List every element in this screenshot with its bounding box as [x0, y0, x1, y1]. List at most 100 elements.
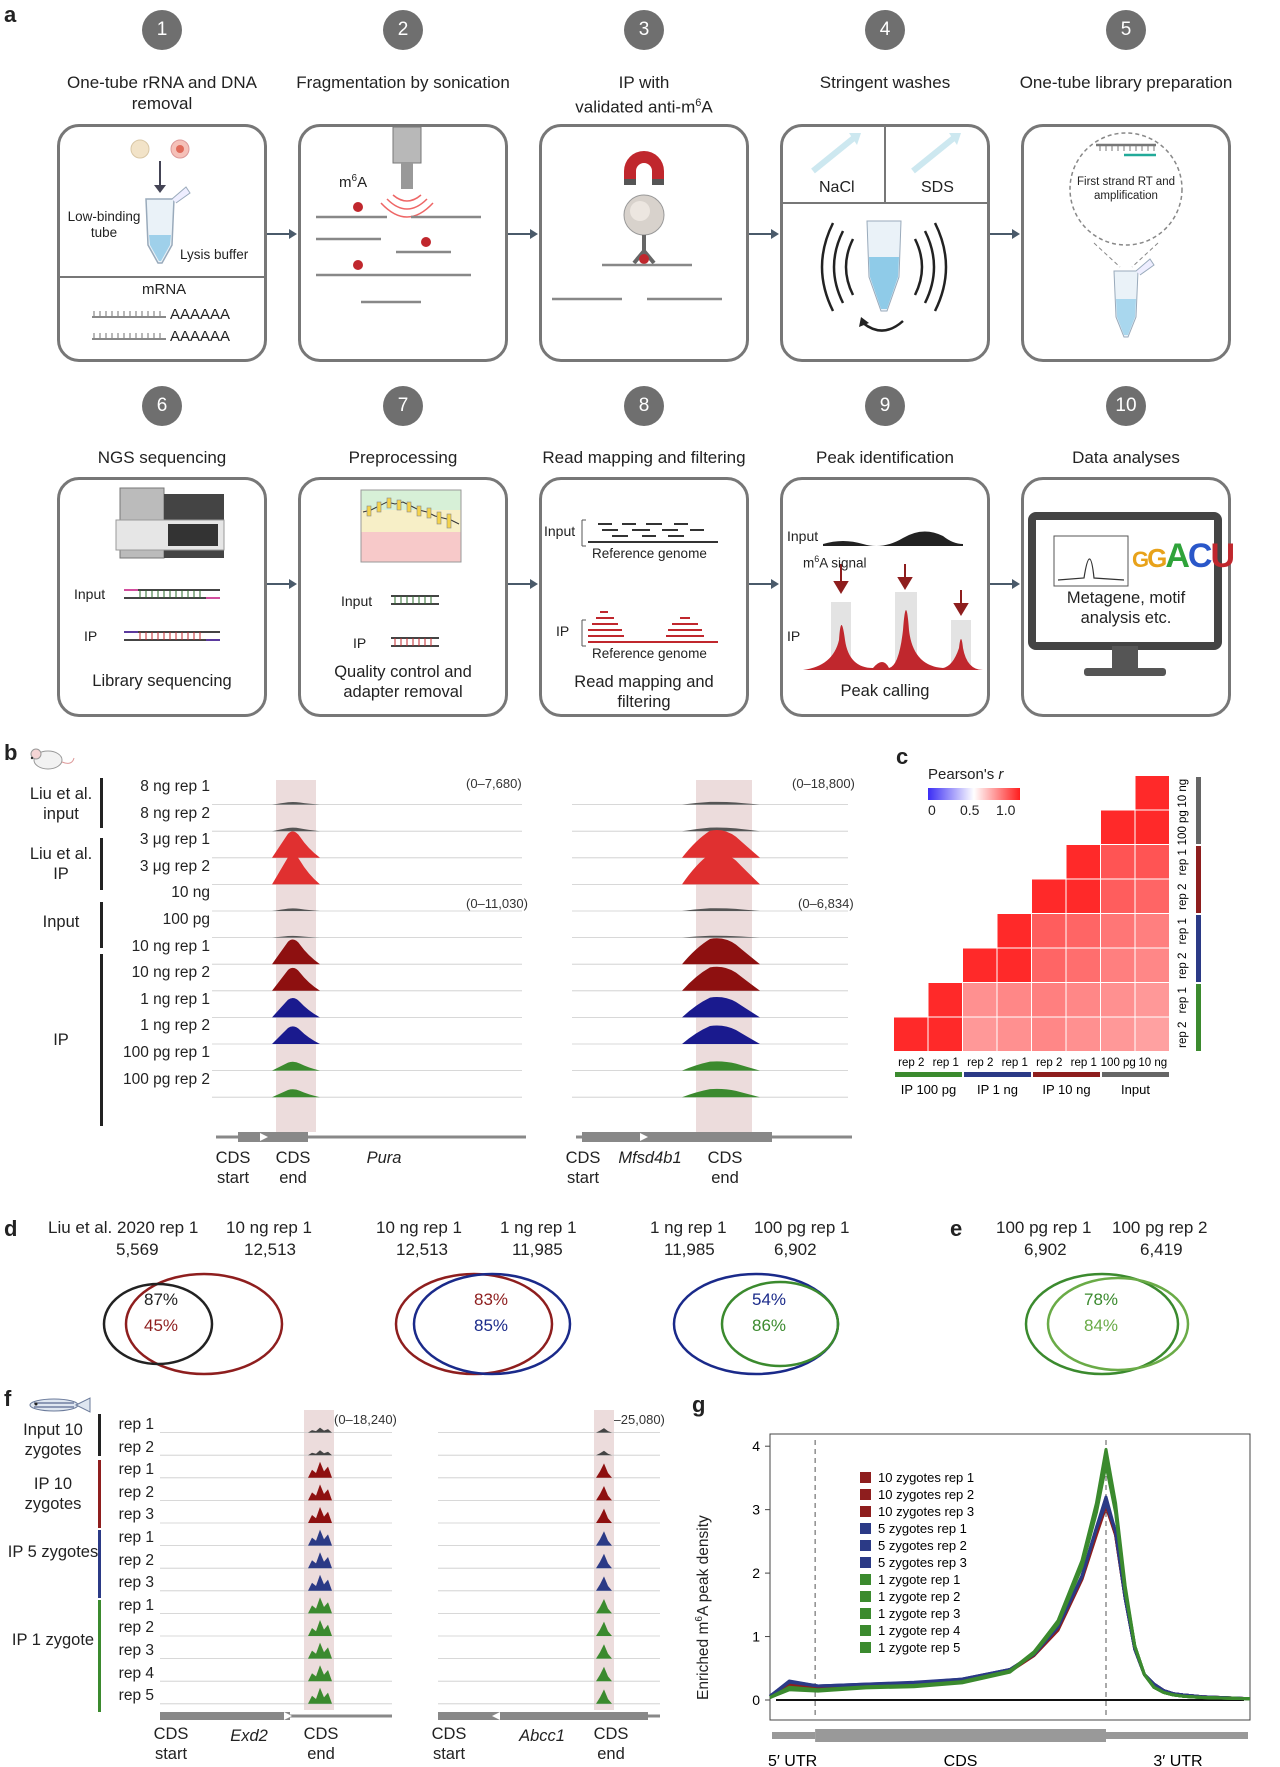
step-6-box: Input IP Library sequencing — [57, 477, 267, 717]
heatmap-cell — [997, 914, 1031, 948]
step-number-7: 7 — [383, 386, 423, 426]
heatmap-xgroup: IP 10 ng — [1042, 1082, 1090, 1097]
f-track-label: rep 1 — [118, 1461, 154, 1479]
d3-a-pct: 54% — [752, 1290, 787, 1309]
arrow-1-2 — [267, 229, 297, 239]
f-peak-gene2 — [596, 1599, 612, 1614]
f-group-ip1: IP 1 zygote — [11, 1631, 95, 1649]
heatmap-xgroup: IP 1 ng — [977, 1082, 1018, 1097]
f-group-input: Input 10 zygotes — [23, 1421, 83, 1459]
step-10-box: GGACU Metagene, motif analysis etc. — [1021, 477, 1235, 717]
g-legend-swatch — [860, 1523, 871, 1534]
heatmap-cell — [1032, 983, 1066, 1017]
step-number-3: 3 — [624, 10, 664, 50]
nacl-label: NaCl — [819, 179, 855, 196]
g-series-line — [769, 1463, 1251, 1701]
heatmap-ytick: rep 2 — [1177, 953, 1189, 979]
c-legend-tick-0: 0 — [928, 802, 936, 818]
d3-a-label: 1 ng rep 1 — [650, 1218, 727, 1237]
heatmap-cell — [1101, 810, 1135, 844]
f-track-label: rep 2 — [118, 1438, 154, 1456]
b-peak-gene2 — [682, 966, 760, 991]
panel-label-d: d — [4, 1216, 18, 1241]
arrow-8-9 — [749, 579, 779, 589]
g-ytick: 4 — [752, 1438, 760, 1454]
f-peak-gene1 — [308, 1687, 332, 1704]
heatmap-xtick: rep 2 — [898, 1057, 924, 1069]
g-legend-swatch — [860, 1557, 871, 1568]
b-track-label: 10 ng rep 1 — [131, 937, 210, 955]
g-legend-swatch — [860, 1489, 871, 1500]
bubble-label: First strand RT and amplification — [1076, 176, 1175, 202]
heatmap-cell — [1135, 776, 1169, 810]
d3-b-n: 6,902 — [774, 1240, 817, 1259]
b-group-ip: IP — [53, 1031, 69, 1049]
step-title-2: Fragmentation by sonication — [296, 73, 510, 92]
polya-label-2: AAAAAA — [170, 328, 231, 345]
s6-input-label: Input — [74, 586, 106, 602]
heatmap-cell — [1101, 983, 1135, 1017]
heatmap-ytick: rep 2 — [1177, 884, 1189, 910]
s7-ip-label: IP — [353, 635, 367, 651]
f-peak-gene2 — [596, 1508, 612, 1523]
b-peak-gene2 — [682, 852, 760, 885]
m6a-label: m6A — [339, 173, 368, 191]
step-5-box: First strand RT and amplification — [1021, 124, 1231, 362]
f-gene2-name: Abcc1 — [519, 1727, 565, 1745]
b-track-label: 100 pg — [162, 911, 210, 928]
d2-a-label: 10 ng rep 1 — [376, 1218, 463, 1237]
g-legend-label: 10 zygotes rep 2 — [878, 1487, 974, 1502]
heatmap-cell — [1066, 1017, 1100, 1051]
d2-b-pct: 85% — [474, 1316, 509, 1335]
g-legend-swatch — [860, 1608, 871, 1619]
heatmap-cell — [997, 983, 1031, 1017]
heatmap-cell — [1135, 810, 1169, 844]
b-peak-gene1 — [272, 939, 320, 965]
b-range-1: (0–7,680) — [466, 776, 522, 791]
s8-ip-label: IP — [556, 623, 570, 639]
heatmap-xtick: rep 2 — [967, 1057, 993, 1069]
b-peak-gene1 — [272, 801, 320, 805]
f-track-label: rep 5 — [118, 1687, 154, 1705]
b-track-label: 3 μg rep 1 — [139, 831, 210, 849]
b-peak-gene2 — [682, 827, 760, 832]
g-legend-label: 5 zygotes rep 1 — [878, 1521, 967, 1536]
g-ylabel: Enriched m6A peak density — [694, 1515, 713, 1700]
g-ytick: 3 — [752, 1502, 760, 1518]
b-track-label: 100 pg rep 2 — [122, 1070, 210, 1088]
heatmap-cell — [963, 948, 997, 982]
f-group-ip10: IP 10 zygotes — [24, 1475, 82, 1513]
heatmap-ytick: rep 1 — [1177, 987, 1189, 1013]
g-series-line — [769, 1454, 1251, 1701]
f-coverage-svg — [160, 1410, 660, 1710]
arrow-3-4 — [749, 229, 779, 239]
b-peak-gene2 — [682, 997, 760, 1018]
g-legend-label: 10 zygotes rep 3 — [878, 1504, 974, 1519]
heatmap-cell — [928, 1017, 962, 1051]
g-ytick: 0 — [752, 1692, 760, 1708]
step-8-box: Input Reference genome IP Reference geno… — [539, 477, 749, 717]
c-legend-title: Pearson's r — [928, 766, 1004, 783]
heatmap-ytick: 100 pg — [1177, 810, 1189, 845]
f-track-label: rep 3 — [118, 1506, 154, 1524]
heatmap-cell — [1032, 1017, 1066, 1051]
d1-a-n: 5,569 — [116, 1240, 159, 1259]
g-region-label: 5′ UTR — [768, 1753, 817, 1767]
s10-caption: Metagene, motif analysis etc. — [1066, 589, 1186, 627]
g-ytick: 2 — [752, 1565, 760, 1581]
f-track-label: rep 2 — [118, 1619, 154, 1637]
step-title-1: One-tube rRNA and DNA removal — [67, 73, 257, 113]
g-legend-swatch — [860, 1540, 871, 1551]
g-legend-swatch — [860, 1574, 871, 1585]
heatmap-xtick: 10 ng — [1138, 1057, 1167, 1069]
heatmap-cell — [1066, 845, 1100, 879]
f-peak-gene2 — [596, 1553, 612, 1569]
b-peak-gene1 — [272, 1026, 320, 1044]
s9-signal-label: m6A signal — [803, 554, 867, 571]
f-peak-gene2 — [596, 1486, 612, 1501]
step-number-6: 6 — [142, 386, 182, 426]
heatmap-cell — [1101, 845, 1135, 879]
s8-ref-label-2: Reference genome — [592, 646, 707, 661]
